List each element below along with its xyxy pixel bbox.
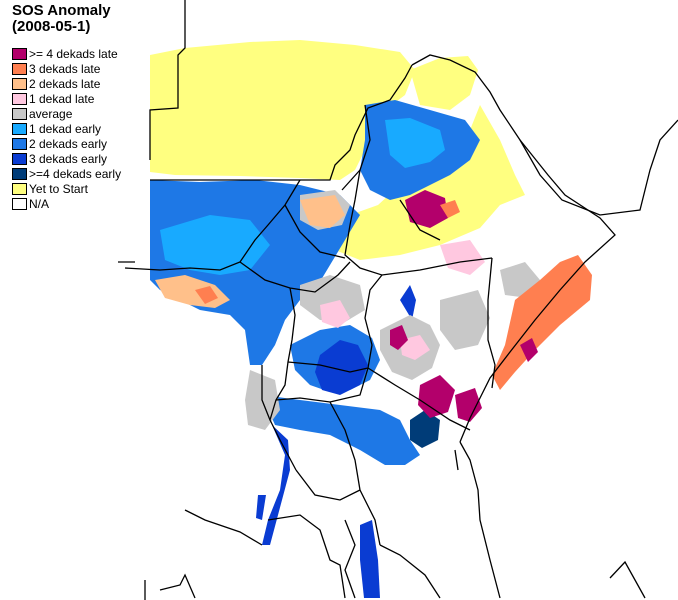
- legend-label: 2 dekads early: [29, 137, 108, 151]
- map-title: SOS Anomaly (2008-05-1): [12, 3, 111, 35]
- legend-label: 3 dekads late: [29, 62, 101, 76]
- legend-swatch: [12, 78, 27, 90]
- legend-swatch: [12, 108, 27, 120]
- legend-label: >=4 dekads early: [29, 167, 122, 181]
- region-early: [150, 100, 480, 598]
- legend-swatch: [12, 48, 27, 60]
- legend-swatch: [12, 153, 27, 165]
- map-title-line-2: (2008-05-1): [12, 18, 91, 35]
- legend-swatch: [12, 168, 27, 180]
- legend-label: 2 dekads late: [29, 77, 101, 91]
- legend-swatch: [12, 183, 27, 195]
- region-late: [155, 190, 592, 422]
- legend-label: average: [29, 107, 73, 121]
- country-borders: [118, 0, 678, 600]
- legend-swatch: [12, 123, 27, 135]
- map-title-line-1: SOS Anomaly: [12, 2, 111, 19]
- legend-label: >= 4 dekads late: [29, 47, 118, 61]
- legend-swatch: [12, 93, 27, 105]
- legend-swatch: [12, 198, 27, 210]
- legend-swatch: [12, 63, 27, 75]
- legend-label: 3 dekads early: [29, 152, 108, 166]
- legend-label: N/A: [29, 197, 50, 211]
- legend-label: 1 dekad early: [29, 122, 102, 136]
- legend-label: 1 dekad late: [29, 92, 95, 106]
- legend-swatch: [12, 138, 27, 150]
- legend-label: Yet to Start: [29, 182, 88, 196]
